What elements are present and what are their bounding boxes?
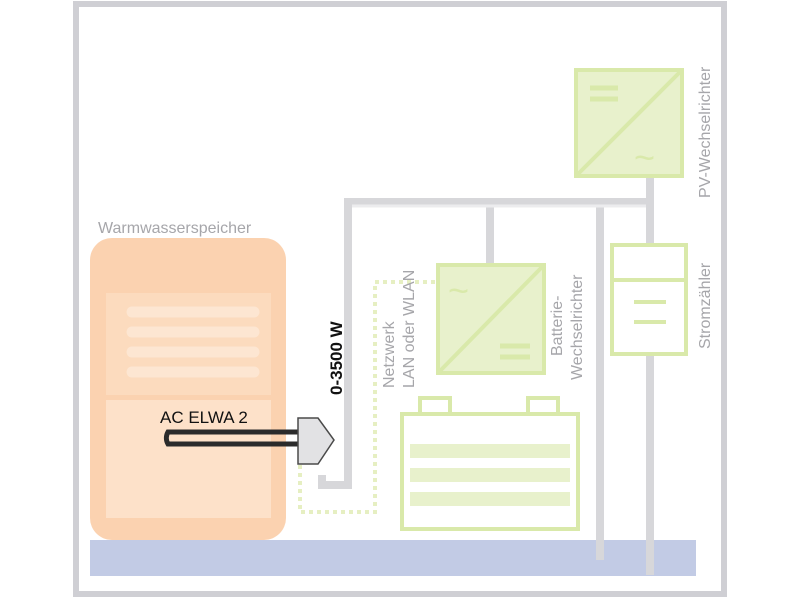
- wiring: [318, 176, 654, 575]
- network-label-line2: LAN oder WLAN: [401, 270, 418, 388]
- tank-label: Warmwasserspeicher: [98, 220, 252, 237]
- power-range-label: 0-3500 W: [327, 320, 346, 395]
- network-label-line1: Netzwerk: [381, 320, 398, 388]
- heater-label: AC ELWA 2: [160, 408, 248, 427]
- battery: [400, 396, 580, 531]
- heating-coil: [126, 306, 260, 378]
- battery-inverter-label-line1: Batterie-: [549, 296, 566, 356]
- battery-inverter: ~: [436, 263, 546, 375]
- heater-head: [297, 417, 335, 465]
- power-meter: [610, 243, 688, 356]
- meter-label: Stromzähler: [697, 262, 714, 349]
- hot-water-tank: [90, 238, 286, 540]
- battery-inverter-label-line2: Wechselrichter: [569, 274, 586, 380]
- heating-rod: [163, 429, 301, 447]
- ground-bar: [90, 540, 696, 576]
- ac-symbol-battery-inverter: ~: [448, 270, 469, 311]
- pv-inverter-label: PV-Wechselrichter: [697, 66, 714, 198]
- network-connection: [298, 280, 438, 514]
- ac-symbol-pv-inverter: ~: [634, 137, 655, 178]
- pv-inverter: ~: [574, 68, 684, 178]
